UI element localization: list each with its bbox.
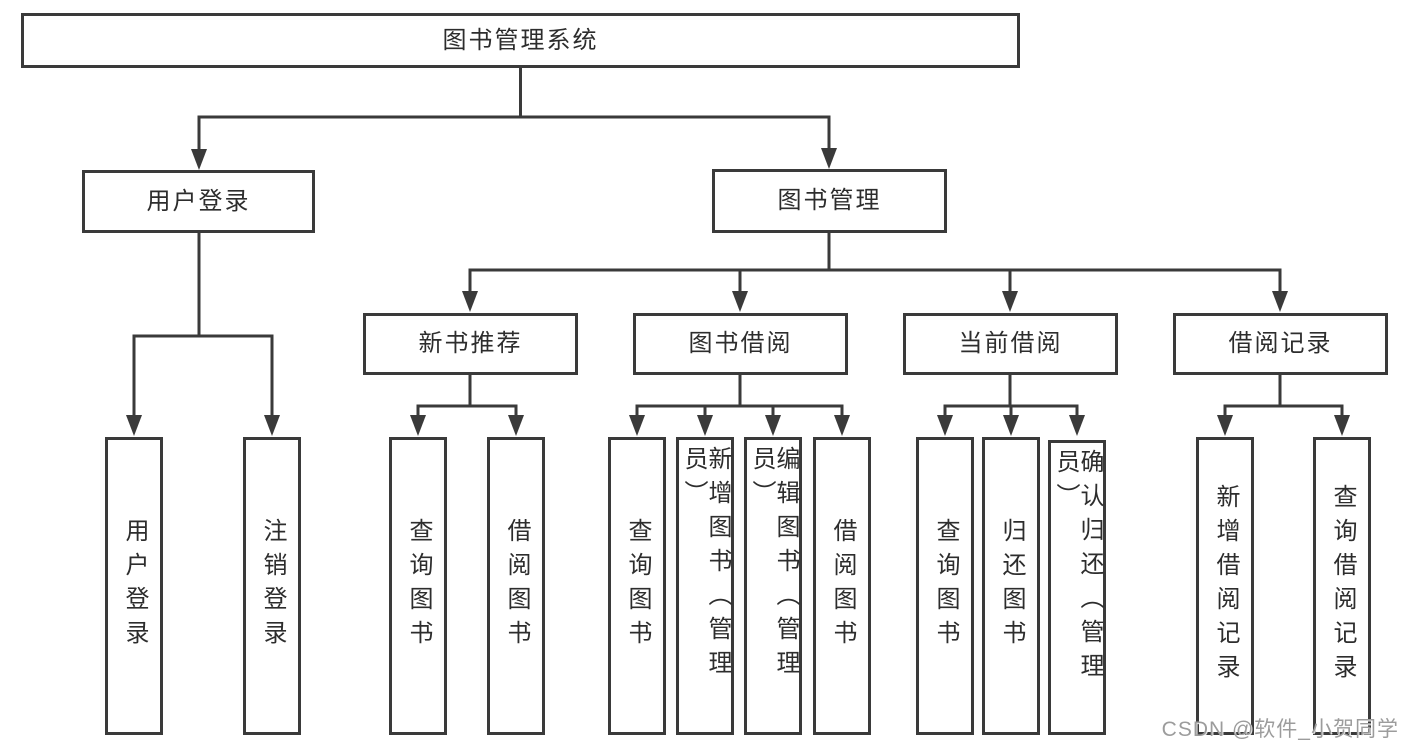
node-module-current-borrowing: 当前借阅	[903, 313, 1118, 375]
node-module-borrowing-records: 借阅记录	[1173, 313, 1388, 375]
node-leaf-logout: 注销登录	[243, 437, 301, 735]
node-module-book-borrowing: 图书借阅	[633, 313, 848, 375]
node-leaf-borrow-books-borrow: 借阅图书	[813, 437, 871, 735]
node-leaf-query-borrow-record: 查询借阅记录	[1313, 437, 1371, 735]
node-leaf-query-books-current: 查询图书	[916, 437, 974, 735]
node-leaf-borrow-books-newbook: 借阅图书	[487, 437, 545, 735]
node-module-new-book-recommendation: 新书推荐	[363, 313, 578, 375]
node-leaf-return-books: 归还图书	[982, 437, 1040, 735]
node-user-login: 用户登录	[82, 170, 315, 233]
node-book-management: 图书管理	[712, 169, 947, 233]
node-leaf-confirm-return-admin: 确认归还（管理员）	[1048, 440, 1106, 735]
node-leaf-query-books-newbook: 查询图书	[389, 437, 447, 735]
node-root-library-management-system: 图书管理系统	[21, 13, 1020, 68]
node-leaf-query-books-borrow: 查询图书	[608, 437, 666, 735]
node-leaf-add-book-admin: 新增图书（管理员）	[676, 437, 734, 735]
node-leaf-add-borrow-record: 新增借阅记录	[1196, 437, 1254, 735]
node-leaf-edit-book-admin: 编辑图书（管理员）	[744, 437, 802, 735]
csdn-watermark: CSDN @软件_小贺同学	[1161, 718, 1399, 741]
node-leaf-user-login: 用户登录	[105, 437, 163, 735]
